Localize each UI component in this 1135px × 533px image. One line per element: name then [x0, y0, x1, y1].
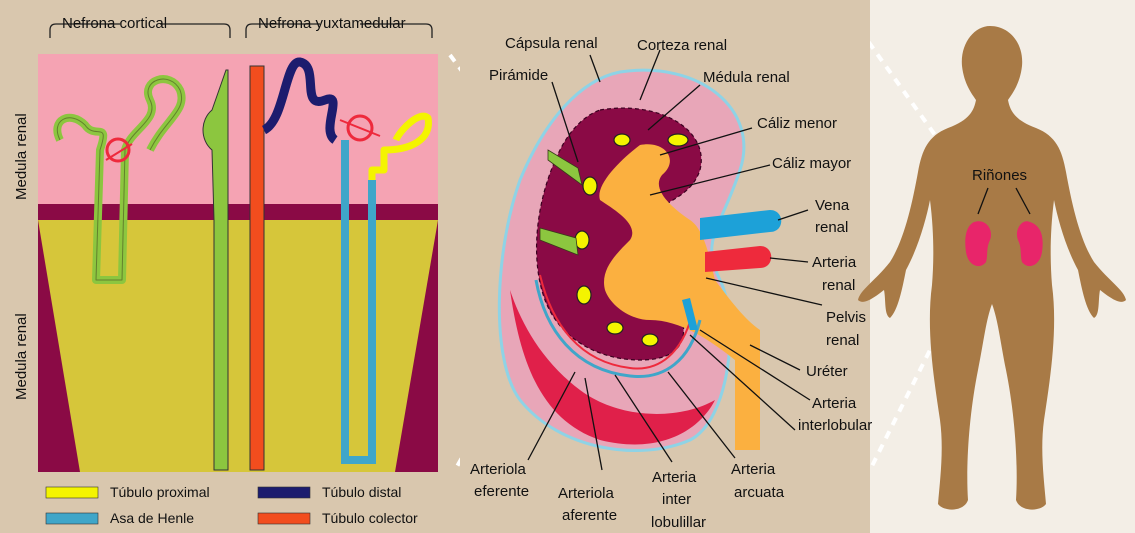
label-corteza: Corteza renal — [637, 37, 727, 54]
label-piramide: Pirámide — [489, 67, 548, 84]
collecting-duct-orange — [250, 66, 264, 470]
calyx-5 — [577, 286, 591, 304]
calyx-7 — [642, 334, 658, 346]
label-pelvis-2: renal — [826, 332, 859, 349]
label-interlobular-2: interlobular — [798, 417, 872, 434]
label-interlobulillar-1: Arteria — [652, 469, 697, 486]
label-aferente-2: aferente — [562, 507, 617, 524]
nefrona-yuxtamedular-label: Nefrona yuxtamedular — [258, 15, 406, 32]
calyx-6 — [607, 322, 623, 334]
calyx-2 — [614, 134, 630, 146]
legend-label-henle: Asa de Henle — [110, 510, 194, 526]
label-pelvis-1: Pelvis — [826, 309, 866, 326]
kidney-section: Cápsula renal Corteza renal Pirámide Méd… — [460, 0, 872, 533]
label-rinones: Riñones — [972, 167, 1027, 184]
label-eferente-2: eferente — [474, 483, 529, 500]
legend-label-colector: Túbulo colector — [322, 510, 418, 526]
legend-swatch-colector — [258, 513, 310, 524]
human-body-panel: Riñones — [858, 26, 1126, 510]
label-capsula: Cápsula renal — [505, 35, 598, 52]
legend-swatch-proximal — [46, 487, 98, 498]
label-aferente-1: Arteriola — [558, 485, 615, 502]
calyx-1 — [668, 134, 688, 146]
calyx-3 — [583, 177, 597, 195]
legend-label-distal: Túbulo distal — [322, 484, 401, 500]
label-interlobular-1: Arteria — [812, 395, 857, 412]
nefrona-cortical-label: Nefrona cortical — [62, 15, 167, 32]
side-label-top: Medula renal — [13, 113, 30, 200]
label-interlobulillar-2: inter — [662, 491, 691, 508]
label-arteria-1: Arteria — [812, 254, 857, 271]
legend-swatch-distal — [258, 487, 310, 498]
label-eferente-1: Arteriola — [470, 461, 527, 478]
label-ureter: Uréter — [806, 363, 848, 380]
label-arcuata-1: Arteria — [731, 461, 776, 478]
legend-swatch-henle — [46, 513, 98, 524]
label-vena-2: renal — [815, 219, 848, 236]
legend-label-proximal: Túbulo proximal — [110, 484, 210, 500]
human-body-silhouette — [858, 26, 1126, 510]
label-arcuata-2: arcuata — [734, 484, 785, 501]
label-caliz-menor: Cáliz menor — [757, 115, 837, 132]
label-medula: Médula renal — [703, 69, 790, 86]
label-interlobulillar-3: lobulillar — [651, 514, 706, 531]
label-vena-1: Vena — [815, 197, 850, 214]
nephron-panel: Nefrona cortical Nefrona yuxtamedular Me… — [0, 0, 460, 533]
label-caliz-mayor: Cáliz mayor — [772, 155, 851, 172]
side-label-bottom: Medula renal — [13, 313, 30, 400]
label-arteria-2: renal — [822, 277, 855, 294]
